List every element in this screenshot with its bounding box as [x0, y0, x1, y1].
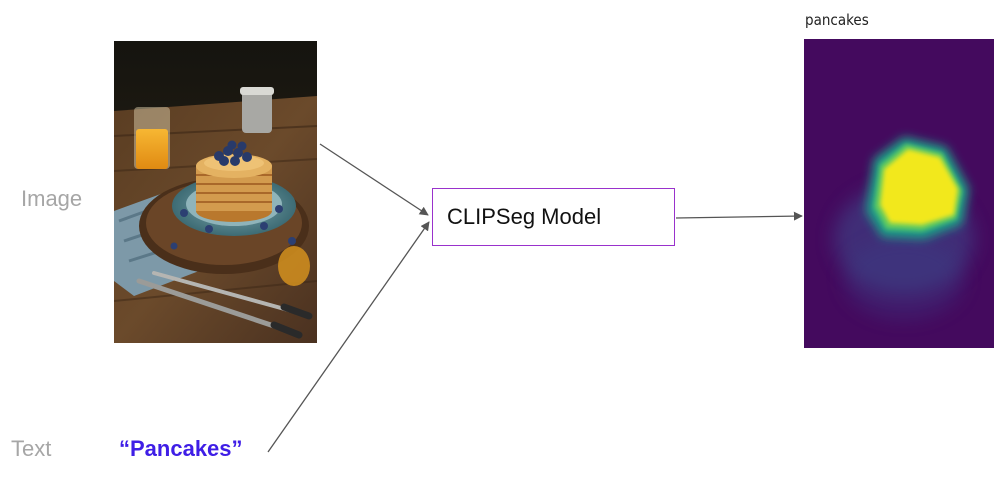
output-title: pancakes — [805, 11, 869, 29]
pancakes-photo — [114, 41, 317, 343]
image-to-model-arrow — [319, 143, 429, 216]
model-to-output-arrow — [675, 211, 803, 221]
text-prompt: “Pancakes” — [119, 436, 243, 461]
input-image — [114, 41, 317, 343]
image-label: Image — [21, 186, 83, 211]
text-label: Text — [11, 436, 52, 461]
mask-heatmap — [804, 39, 994, 348]
segmentation-mask — [804, 39, 994, 348]
model-label: CLIPSeg Model — [447, 204, 602, 229]
clipseg-model-box: CLIPSeg Model — [432, 188, 675, 246]
